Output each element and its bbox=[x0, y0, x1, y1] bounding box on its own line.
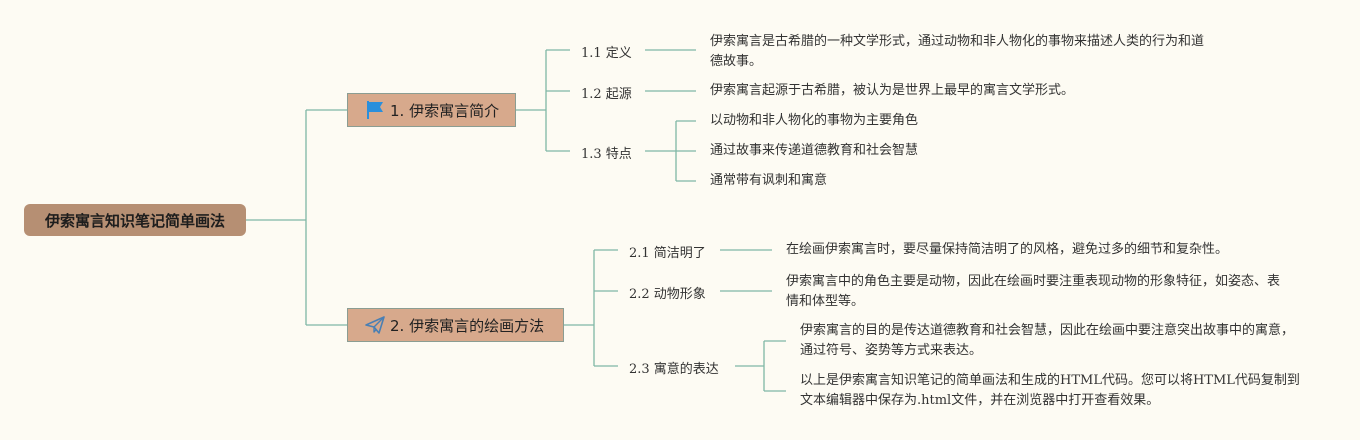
note-animal-images: 伊索寓言中的角色主要是动物，因此在绘画时要注重表现动物的形象特征，如姿态、表情和… bbox=[786, 274, 1281, 309]
subtopic-features[interactable]: 1.3 特点 bbox=[581, 147, 632, 162]
branch-drawing-methods[interactable]: 2. 伊索寓言的绘画方法 bbox=[347, 308, 564, 342]
note-feature-2: 通过故事来传递道德教育和社会智慧 bbox=[710, 143, 919, 158]
note-simplicity: 在绘画伊索寓言时，要尽量保持简洁明了的风格，避免过多的细节和复杂性。 bbox=[786, 242, 1229, 257]
paper-plane-icon bbox=[364, 314, 386, 336]
subtopic-origin[interactable]: 1.2 起源 bbox=[581, 87, 632, 102]
note-moral-expression: 伊索寓言的目的是传达道德教育和社会智慧，因此在绘画中要注意突出故事中的寓意，通过… bbox=[800, 323, 1295, 358]
flag-icon bbox=[364, 99, 386, 121]
branch-introduction[interactable]: 1. 伊索寓言简介 bbox=[347, 93, 516, 127]
branch-drawing-methods-label: 2. 伊索寓言的绘画方法 bbox=[390, 316, 545, 335]
note-origin: 伊索寓言起源于古希腊，被认为是世界上最早的寓言文学形式。 bbox=[710, 83, 1075, 98]
note-definition: 伊索寓言是古希腊的一种文学形式，通过动物和非人物化的事物来描述人类的行为和道德故… bbox=[710, 34, 1205, 69]
branch-introduction-label: 1. 伊索寓言简介 bbox=[390, 101, 500, 120]
note-feature-3: 通常带有讽刺和寓意 bbox=[710, 173, 828, 188]
subtopic-definition[interactable]: 1.1 定义 bbox=[581, 46, 632, 61]
root-topic[interactable]: 伊索寓言知识笔记简单画法 bbox=[24, 204, 246, 236]
subtopic-simplicity[interactable]: 2.1 简洁明了 bbox=[629, 246, 706, 261]
note-feature-1: 以动物和非人物化的事物为主要角色 bbox=[710, 113, 919, 128]
note-html-summary: 以上是伊索寓言知识笔记的简单画法和生成的HTML代码。您可以将HTML代码复制到… bbox=[800, 373, 1300, 408]
root-topic-label: 伊索寓言知识笔记简单画法 bbox=[44, 211, 225, 230]
subtopic-animal-images[interactable]: 2.2 动物形象 bbox=[629, 287, 706, 302]
subtopic-moral-expression[interactable]: 2.3 寓意的表达 bbox=[629, 362, 719, 377]
